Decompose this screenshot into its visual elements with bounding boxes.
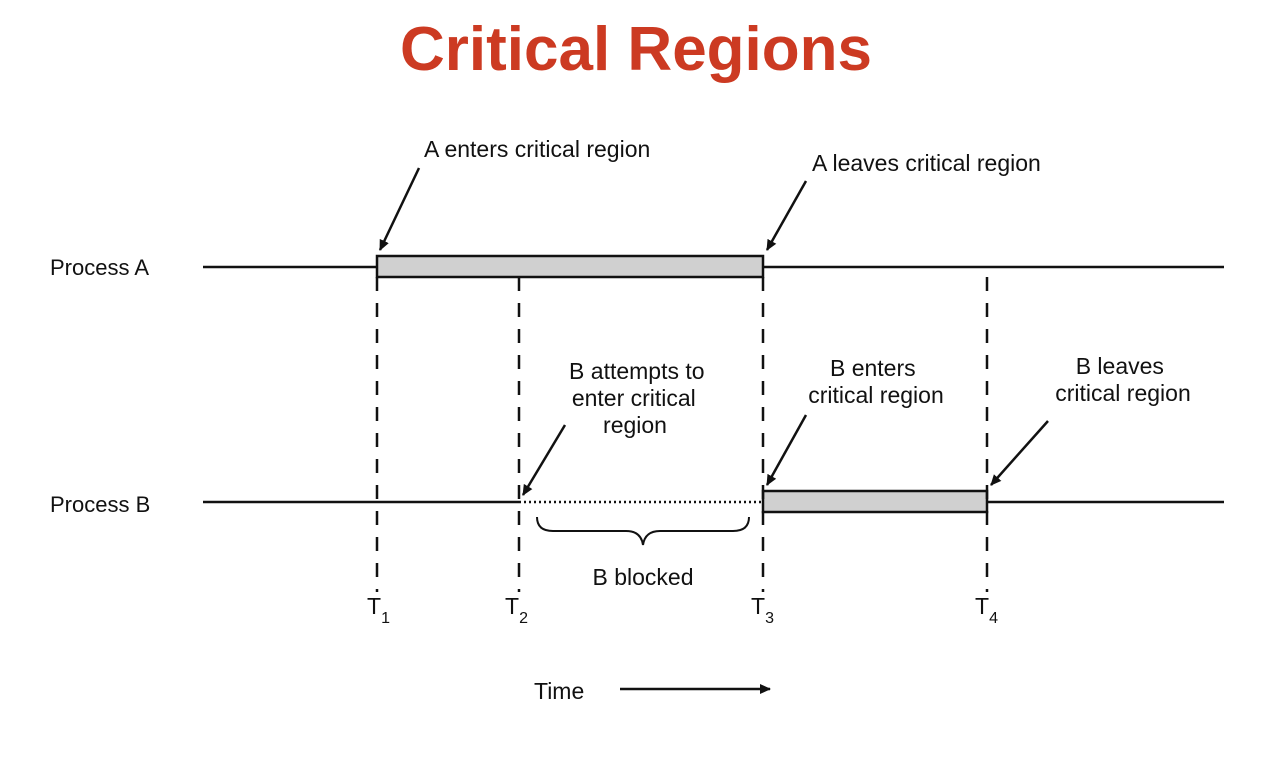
b-blocked-brace — [536, 516, 750, 546]
b-enters-arrow — [765, 414, 808, 486]
process-b-label: Process B — [50, 492, 150, 517]
a-enters-label: A enters critical region — [424, 136, 650, 162]
b-enters-label: B enters critical region — [808, 355, 944, 408]
tick-t2: T2 — [505, 593, 528, 627]
page-title: Critical Regions — [400, 15, 872, 84]
b-attempts-label: B attempts to enter critical region — [569, 358, 711, 438]
b-leaves-label: B leaves critical region — [1055, 353, 1191, 406]
b-blocked-label: B blocked — [592, 564, 693, 590]
tick-t1: T1 — [367, 593, 390, 627]
process-a-critical-region-bar — [375, 254, 765, 279]
b-attempts-arrow — [521, 424, 567, 496]
a-leaves-label: A leaves critical region — [812, 150, 1041, 176]
process-b-critical-region-bar — [761, 489, 989, 514]
a-enters-arrow — [378, 167, 421, 251]
tick-t4: T4 — [975, 593, 998, 627]
process-a-label: Process A — [50, 255, 149, 280]
tick-t3: T3 — [751, 593, 774, 627]
b-leaves-arrow — [990, 420, 1049, 486]
a-leaves-arrow — [765, 180, 808, 251]
time-axis-label: Time — [534, 678, 584, 704]
